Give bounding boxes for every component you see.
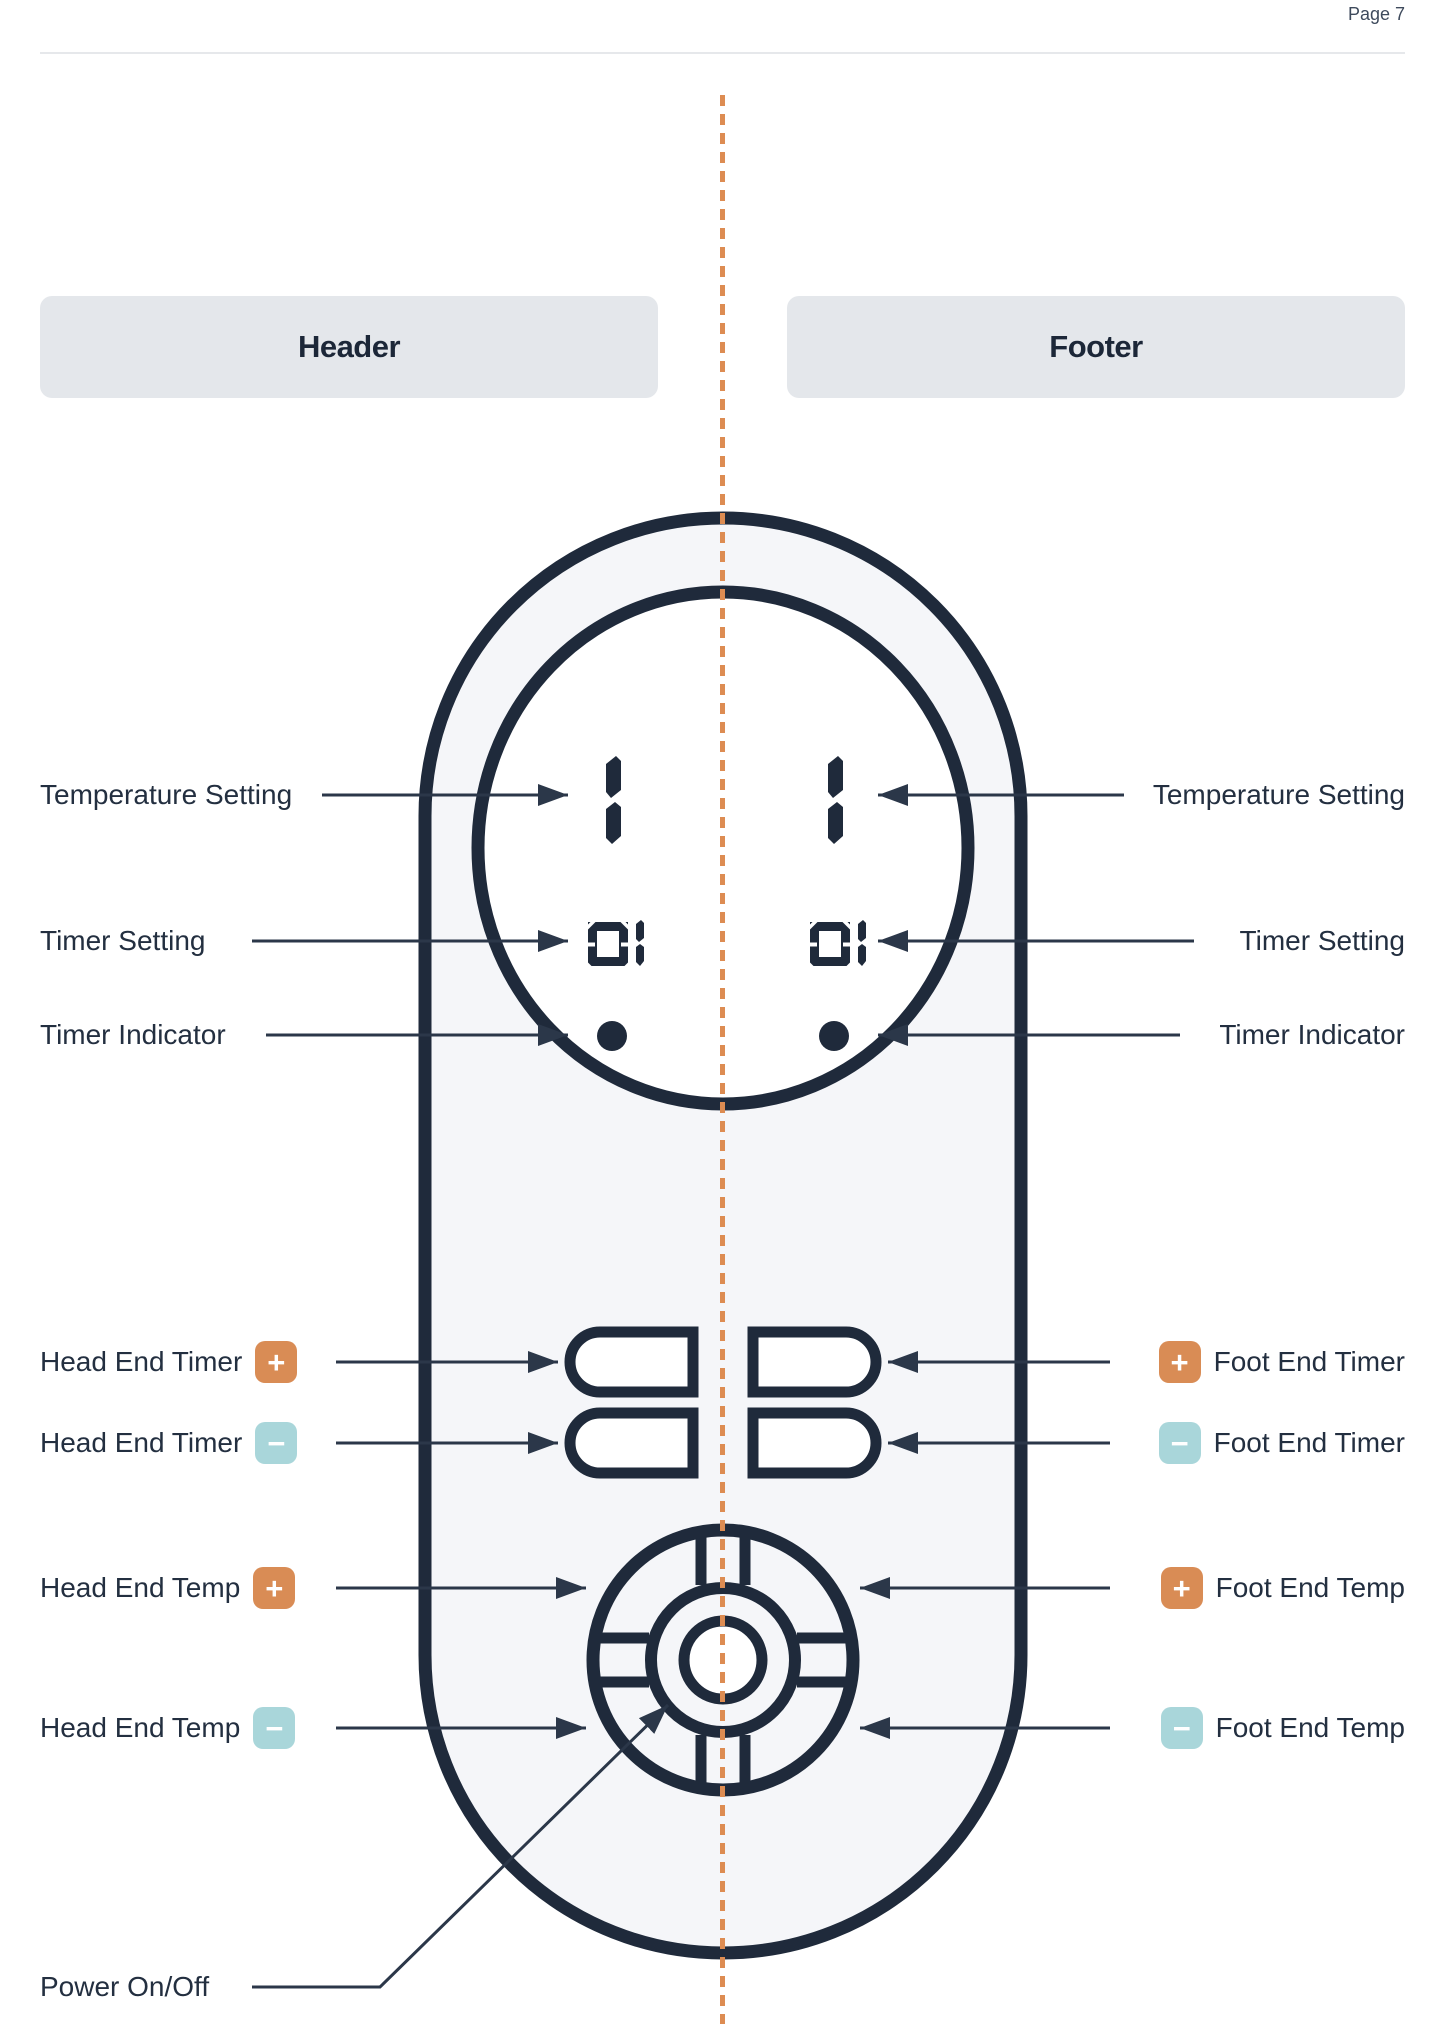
minus-badge: −: [253, 1707, 296, 1749]
plus-badge: +: [255, 1341, 298, 1383]
callout-head-end-temp-minus: Head End Temp −: [40, 1707, 296, 1749]
header-rule: [40, 52, 1405, 54]
callout-power-on-off: Power On/Off: [40, 1966, 209, 2008]
callout-label: Timer Indicator: [40, 1019, 226, 1050]
callout-label: Head End Timer: [40, 1346, 243, 1377]
callout-foot-end-timer-plus: + Foot End Timer: [1158, 1341, 1405, 1383]
head-end-timer-minus-button: [564, 1407, 699, 1479]
callout-head-end-temp-plus: Head End Temp +: [40, 1567, 296, 1609]
callout-label: Foot End Timer: [1213, 1427, 1405, 1458]
center-fold-dashed-line: [720, 95, 725, 2024]
plus-badge: +: [1158, 1341, 1201, 1383]
callout-label: Power On/Off: [40, 1971, 210, 2002]
callout-foot-end-temp-plus: + Foot End Temp: [1160, 1567, 1405, 1609]
plus-badge: +: [1160, 1567, 1203, 1609]
page-number: Page 7: [1347, 4, 1405, 24]
minus-badge: −: [1160, 1707, 1203, 1749]
foot-end-timer-minus-button: [747, 1407, 882, 1479]
callout-label: Head End Timer: [40, 1427, 243, 1458]
callout-timer-indicator-left: Timer Indicator: [40, 1014, 226, 1056]
callout-label: Timer Indicator: [1219, 1019, 1405, 1050]
header-zone-box: Header: [40, 296, 658, 398]
minus-badge: −: [1158, 1422, 1201, 1464]
footer-zone-box: Footer: [787, 296, 1405, 398]
minus-badge: −: [255, 1422, 298, 1464]
callout-timer-setting-right: Timer Setting: [1240, 920, 1405, 962]
callout-label: Temperature Setting: [40, 779, 293, 810]
callout-arrows: [252, 784, 1194, 1989]
head-end-timer-plus-button: [564, 1326, 699, 1398]
footer-zone-label: Footer: [1049, 329, 1143, 364]
callout-foot-end-timer-minus: − Foot End Timer: [1158, 1422, 1405, 1464]
callout-label: Foot End Temp: [1215, 1572, 1405, 1603]
callout-temperature-setting-left: Temperature Setting: [40, 774, 292, 816]
callout-label: Foot End Temp: [1215, 1712, 1405, 1743]
callout-timer-indicator-right: Timer Indicator: [1219, 1014, 1405, 1056]
callout-head-end-timer-minus: Head End Timer −: [40, 1422, 298, 1464]
callout-label: Head End Temp: [40, 1572, 241, 1603]
foot-end-timer-plus-button: [747, 1326, 882, 1398]
callout-label: Temperature Setting: [1152, 779, 1405, 810]
plus-badge: +: [253, 1567, 296, 1609]
callout-label: Head End Temp: [40, 1712, 241, 1743]
callout-foot-end-temp-minus: − Foot End Temp: [1160, 1707, 1405, 1749]
callout-label: Timer Setting: [40, 925, 206, 956]
callout-temperature-setting-right: Temperature Setting: [1153, 774, 1405, 816]
callout-timer-setting-left: Timer Setting: [40, 920, 205, 962]
callout-label: Timer Setting: [1239, 925, 1405, 956]
header-zone-label: Header: [297, 329, 401, 364]
callout-label: Foot End Timer: [1213, 1346, 1405, 1377]
callout-head-end-timer-plus: Head End Timer +: [40, 1341, 298, 1383]
arrow-power-on-off: [252, 1703, 670, 1989]
